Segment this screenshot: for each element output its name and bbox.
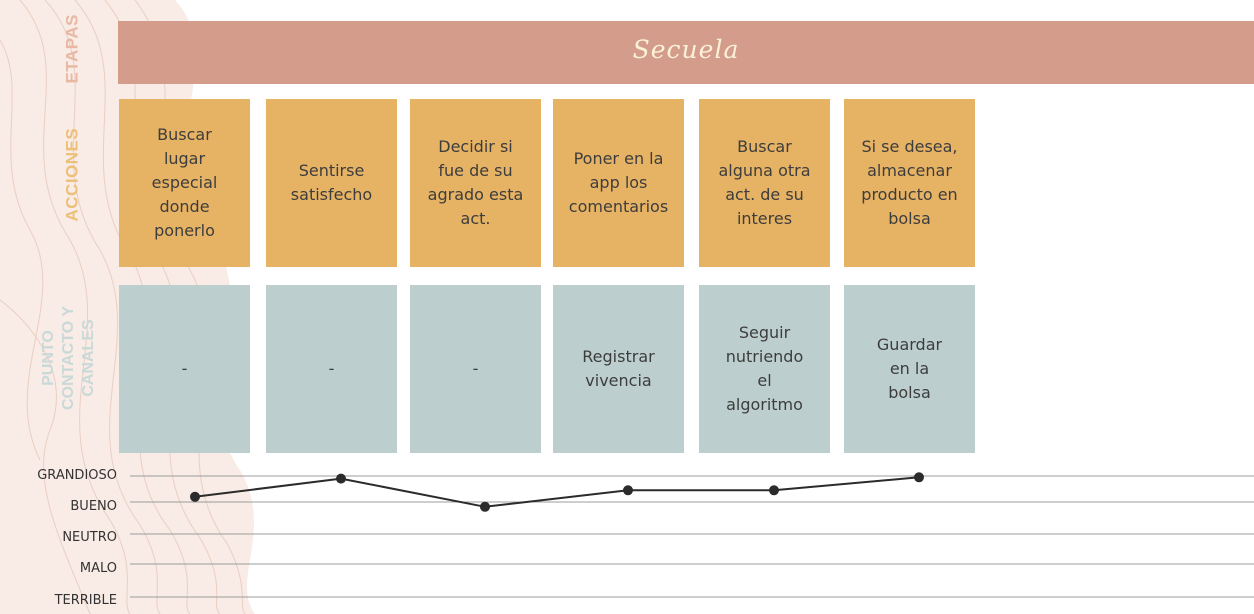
action-card: Si se desea, almacenar producto en bolsa: [844, 99, 975, 267]
action-card: Sentirse satisfecho: [266, 99, 397, 267]
stage-title: Secuela: [632, 35, 740, 64]
emotion-point: [914, 472, 924, 483]
emotion-label-neutro: NEUTRO: [62, 530, 117, 545]
action-card: Buscar lugar especial donde ponerlo: [119, 99, 250, 267]
contact-card: Seguir nutriendo el algoritmo: [699, 285, 830, 453]
emotion-line: [194, 476, 920, 508]
emotion-point: [623, 485, 633, 496]
contact-text: Registrar vivencia: [582, 347, 655, 390]
contact-text: -: [328, 359, 335, 378]
action-card: Buscar alguna otra act. de su interes: [699, 99, 830, 267]
contact-card: Registrar vivencia: [553, 285, 684, 453]
stage-bar: Secuela: [118, 21, 1254, 84]
action-text: Sentirse satisfecho: [290, 161, 373, 204]
emotion-point: [336, 473, 346, 484]
emotion-point: [480, 501, 490, 512]
emotion-label-bueno: BUENO: [70, 499, 117, 514]
contact-text: Seguir nutriendo el algoritmo: [725, 323, 804, 414]
contact-text: Guardar en la bolsa: [876, 335, 943, 402]
emotion-point: [769, 485, 779, 496]
action-text: Si se desea, almacenar producto en bolsa: [861, 137, 958, 228]
action-text: Buscar lugar especial donde ponerlo: [151, 125, 218, 240]
action-card: Decidir si fue de su agrado esta act.: [410, 99, 541, 267]
contact-text: -: [472, 359, 479, 378]
contact-card: -: [266, 285, 397, 453]
contact-text: -: [181, 359, 188, 378]
action-text: Poner en la app los comentarios: [568, 149, 669, 216]
emotion-label-terrible: TERRIBLE: [54, 593, 117, 608]
action-card: Poner en la app los comentarios: [553, 99, 684, 267]
emotion-point: [190, 491, 200, 502]
action-text: Decidir si fue de su agrado esta act.: [427, 137, 524, 228]
emotion-label-malo: MALO: [79, 561, 117, 576]
action-text: Buscar alguna otra act. de su interes: [718, 137, 811, 228]
emotion-label-grandioso: GRANDIOSO: [37, 468, 117, 483]
contact-card: Guardar en la bolsa: [844, 285, 975, 453]
contact-card: -: [410, 285, 541, 453]
contact-card: -: [119, 285, 250, 453]
